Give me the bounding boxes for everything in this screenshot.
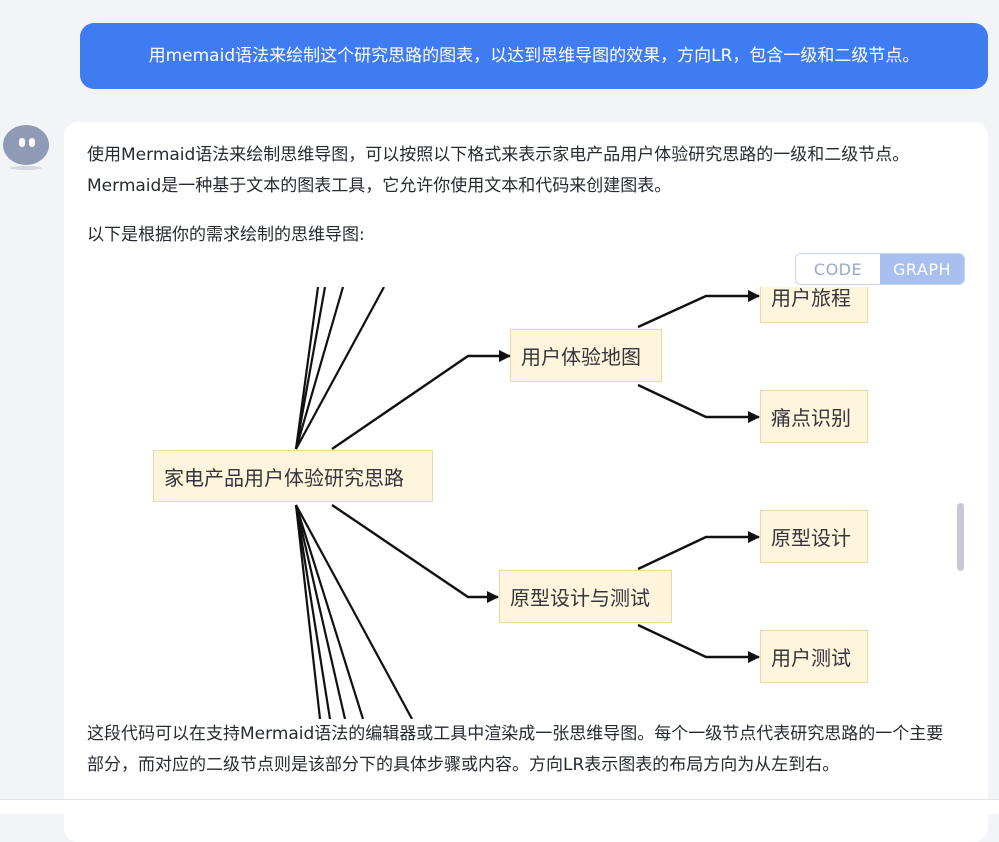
assistant-intro-text: 使用Mermaid语法来绘制思维导图，可以按照以下格式来表示家电产品用户体验研究… (87, 145, 910, 196)
mindmap-branch-node: 原型设计与测试 (499, 570, 672, 623)
code-tab-button[interactable]: CODE (796, 254, 880, 284)
assistant-lead-text: 以下是根据你的需求绘制的思维导图: (87, 225, 365, 245)
mindmap-graph: 家电产品用户体验研究思路 用户体验地图 原型设计与测试 用户旅程 痛点识别 原型… (150, 287, 950, 719)
offscreen-edges (294, 287, 413, 719)
assistant-outro-text: 这段代码可以在支持Mermaid语法的编辑器或工具中渲染成一张思维导图。每个一级… (87, 724, 944, 775)
graph-scrollbar[interactable] (957, 503, 964, 571)
graph-tab-button[interactable]: GRAPH (880, 254, 964, 284)
mindmap-branch-node: 用户体验地图 (510, 329, 662, 382)
avatar-right-eye (29, 138, 35, 147)
edge-root-to-branch-1 (331, 350, 511, 450)
mindmap-root-node: 家电产品用户体验研究思路 (153, 450, 433, 502)
user-message-text: 用memaid语法来绘制这个研究思路的图表，以达到思维导图的效果，方向LR，包含… (148, 46, 920, 66)
mindmap-edges (294, 287, 760, 719)
avatar-shadow (10, 166, 42, 170)
view-toggle: CODE GRAPH (795, 253, 965, 285)
edge-branch-2-child-1 (637, 531, 760, 571)
assistant-avatar (3, 125, 49, 165)
user-message-bubble: 用memaid语法来绘制这个研究思路的图表，以达到思维导图的效果，方向LR，包含… (80, 23, 988, 89)
branch-edges (331, 290, 760, 663)
mindmap-leaf-node: 用户测试 (760, 630, 868, 683)
mindmap-leaf-node: 痛点识别 (760, 390, 868, 443)
avatar-left-eye (19, 138, 25, 147)
edge-branch-2-child-2 (637, 623, 760, 663)
edge-root-to-branch-2 (331, 504, 499, 603)
mindmap-leaf-node: 原型设计 (760, 510, 868, 563)
edge-branch-1-child-2 (637, 383, 760, 423)
edge-branch-1-child-1 (637, 290, 760, 329)
mindmap-leaf-node: 用户旅程 (760, 287, 868, 323)
chat-input-bar[interactable] (0, 799, 999, 814)
